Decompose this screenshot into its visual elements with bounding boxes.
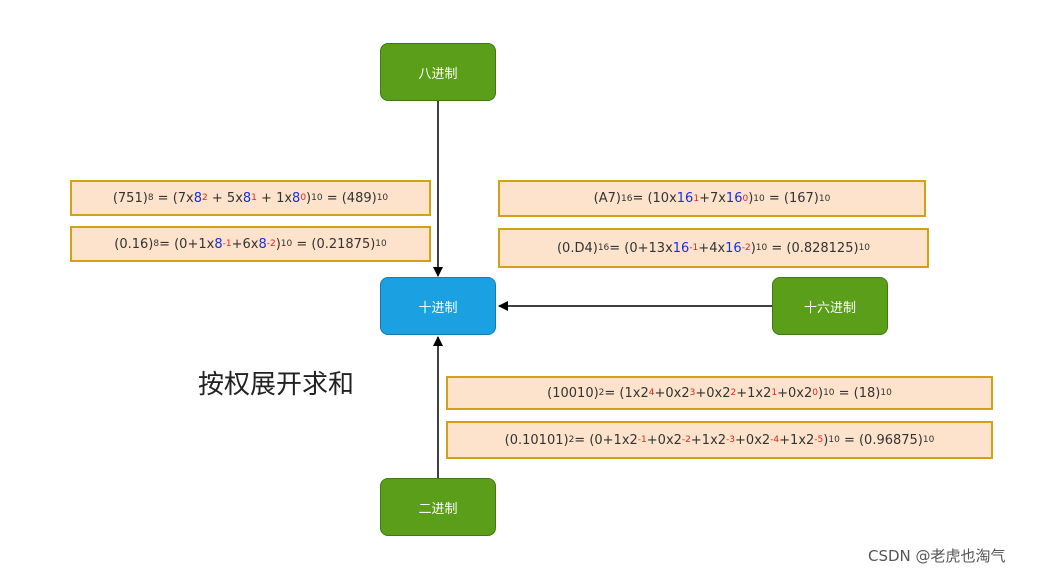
formula-segment: (A7) [593, 191, 621, 206]
formula-segment: (0.D4) [556, 240, 598, 256]
formula-segment: 8 [214, 236, 223, 252]
formula-segment: -2 [681, 435, 691, 445]
formula-segment: 2 [598, 388, 605, 398]
formula-segment: = (18) [834, 385, 881, 401]
diagram-title: 按权展开求和 [198, 370, 355, 400]
formula-segment: = (167) [764, 191, 819, 206]
formula-segment: = (10x [632, 191, 677, 206]
formula-segment: -1 [637, 435, 647, 445]
formula-segment: + 1x [256, 190, 293, 206]
hex-node[interactable]: 十六进制 [772, 277, 888, 335]
formula-segment: = (0.96875) [839, 432, 923, 448]
formula-segment: 16 [676, 191, 694, 206]
formula-segment: 10 [755, 243, 768, 253]
formula-segment: -3 [726, 435, 736, 445]
formula-segment: 3 [689, 388, 696, 398]
formula-segment: 8 [258, 236, 267, 252]
formula-segment: (0.10101) [504, 432, 569, 448]
formula-segment: 16 [597, 243, 610, 253]
formula-segment: 2 [202, 193, 208, 203]
formula-segment: 16 [725, 191, 743, 206]
formula-segment: ) [748, 191, 754, 206]
formula-segment: 16 [672, 240, 690, 256]
formula-segment: +0x2 [777, 385, 813, 401]
formula-segment: = (0+13x [609, 240, 673, 256]
formula-segment: 8 [147, 193, 154, 203]
formula-segment: = (489) [322, 190, 377, 206]
formula-segment: 10 [858, 243, 871, 253]
formula-segment: 10 [375, 239, 387, 249]
formula-segment: 10 [922, 435, 935, 445]
formula-segment: 8 [242, 190, 252, 206]
formula-segment: ) [306, 190, 312, 206]
formula-segment: = (0.828125) [767, 240, 859, 256]
formula-segment: 0 [300, 193, 307, 203]
formula-segment: +7x [699, 191, 726, 206]
formula-binary-fraction: (0.10101)2= (0+1x2-1+0x2-2+1x2-3+0x2-4+1… [446, 421, 993, 459]
formula-segment: -2 [741, 243, 751, 253]
formula-segment: 1 [693, 193, 700, 204]
formula-segment: +0x2 [646, 432, 682, 448]
formula-segment: = (0.21875) [292, 236, 376, 252]
octal-node[interactable]: 八进制 [380, 43, 496, 101]
formula-segment: 8 [292, 190, 301, 206]
formula-segment: 10 [823, 388, 835, 398]
formula-segment: 2 [568, 435, 575, 445]
formula-segment: ) [817, 385, 824, 401]
formula-segment: 10 [753, 193, 765, 204]
formula-segment: +4x [698, 240, 726, 256]
formula-segment: (0.16) [114, 236, 154, 252]
formula-segment: 16 [620, 193, 633, 204]
formula-segment: +1x2 [690, 432, 727, 448]
formula-segment: -4 [770, 435, 780, 445]
formula-segment: ) [823, 432, 829, 448]
formula-segment: 1 [251, 193, 257, 203]
formula-segment: ) [275, 236, 281, 252]
formula-segment: -1 [222, 239, 232, 249]
formula-segment: ) [750, 240, 756, 256]
formula-segment: +6x [231, 236, 259, 252]
formula-segment: = (0+1x2 [574, 432, 638, 448]
formula-segment: 0 [812, 388, 818, 398]
formula-segment: 0 [742, 193, 749, 204]
formula-segment: 8 [153, 239, 160, 249]
formula-segment: 10 [880, 388, 892, 398]
formula-segment: -2 [266, 239, 276, 249]
formula-segment: 10 [311, 193, 323, 203]
formula-segment: +1x2 [779, 432, 815, 448]
formula-segment: = (0+1x [159, 236, 215, 252]
formula-segment: 1 [771, 388, 778, 398]
formula-segment: 10 [376, 193, 389, 203]
formula-segment: 16 [725, 240, 742, 256]
formula-segment: +0x2 [654, 385, 690, 401]
formula-segment: +0x2 [695, 385, 731, 401]
formula-segment: +0x2 [735, 432, 771, 448]
formula-segment: 10 [828, 435, 840, 445]
watermark: CSDN @老虎也淘气 [868, 547, 1006, 565]
decimal-node[interactable]: 十进制 [380, 277, 496, 335]
formula-segment: = (1x2 [604, 385, 649, 401]
formula-segment: (10010) [547, 385, 599, 401]
formula-segment: 10 [818, 193, 831, 204]
formula-segment: = (7x [153, 190, 194, 206]
formula-segment: -1 [689, 243, 699, 253]
formula-segment: -5 [814, 435, 824, 445]
formula-segment: 10 [280, 239, 293, 249]
formula-segment: 8 [193, 190, 203, 206]
binary-node[interactable]: 二进制 [380, 478, 496, 536]
formula-segment: 4 [648, 388, 655, 398]
formula-segment: 2 [730, 388, 737, 398]
formula-segment: + 5x [207, 190, 243, 206]
formula-segment: +1x2 [736, 385, 772, 401]
formula-segment: (751) [112, 190, 148, 206]
